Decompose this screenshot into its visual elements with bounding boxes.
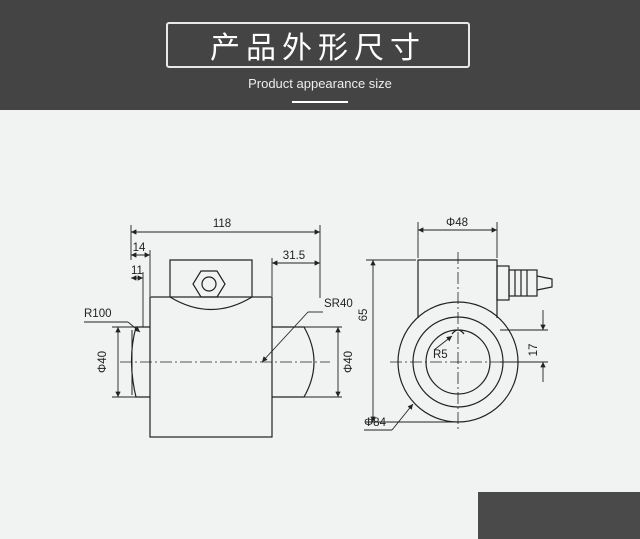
cable-tip [536,275,553,291]
dim-sr40: SR40 [324,298,353,310]
top-bracket [169,259,253,297]
dim-118: 118 [213,218,231,230]
dim-phi84: Φ84 [364,417,387,429]
dim-phi48: Φ48 [446,217,468,229]
dimension-drawing: 118 14 11 31.5 R100 SR40 Φ40 Φ40 Φ48 65 … [84,217,553,438]
dim-14: 14 [133,242,146,254]
dim-17: 17 [528,344,540,357]
corner-block [478,492,640,539]
side-view [120,259,330,438]
dim-phi40-right: Φ40 [343,351,355,373]
page-title: 产品外形尺寸 [210,31,426,66]
subtitle-underline [292,101,348,103]
top-groove [451,329,465,335]
title-frame: 产品外形尺寸 [166,22,470,68]
hex-nut [192,270,226,298]
nut-hole [201,276,217,292]
cable-nut [496,265,510,301]
main-body [149,296,273,438]
dim-phi40-left: Φ40 [97,351,109,373]
cable-gland [508,269,538,297]
front-view [390,252,553,432]
dim-11: 11 [131,265,143,277]
dim-r100: R100 [84,308,112,320]
page-subtitle: Product appearance size [248,76,392,91]
dim-r5: R5 [433,349,448,361]
dim-31-5: 31.5 [283,250,305,262]
right-shaft [272,326,315,398]
dim-65: 65 [358,309,370,322]
header-banner: 产品外形尺寸 Product appearance size [0,0,640,110]
